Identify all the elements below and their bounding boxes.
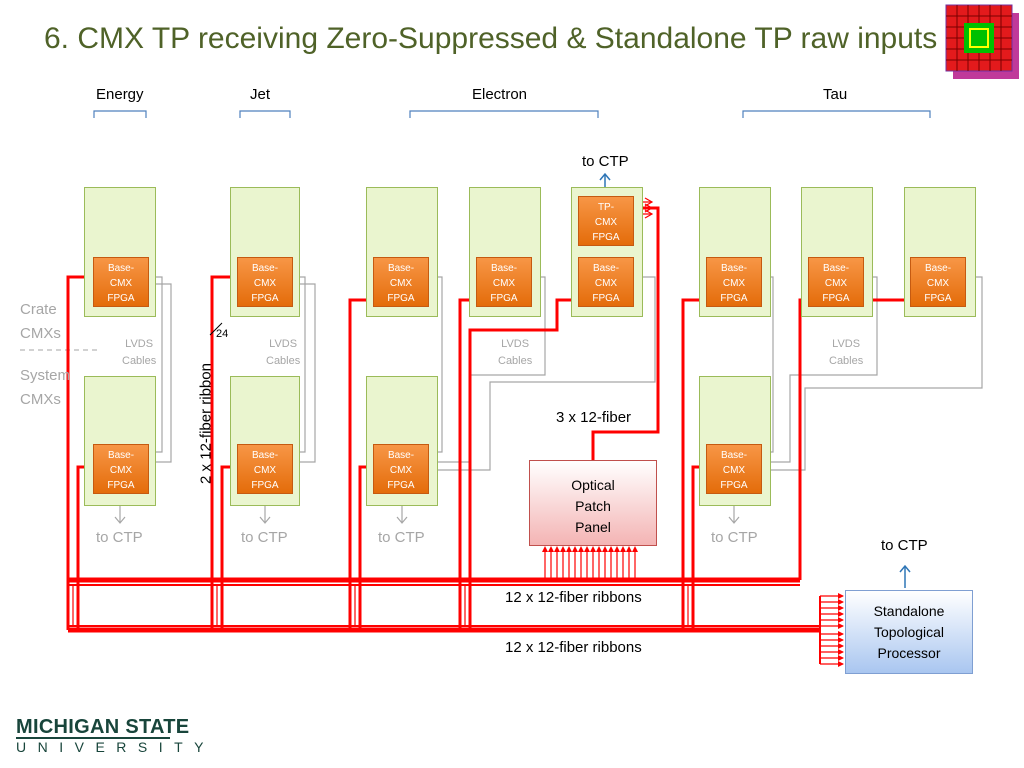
optical-patch-panel: Optical Patch Panel	[529, 460, 657, 546]
ribbons-12x12-topo-label: 12 x 12-fiber ribbons	[505, 639, 642, 656]
group-label-jet: Jet	[250, 86, 271, 103]
to-ctp-label: to CTP	[241, 529, 288, 546]
group-label-energy: Energy	[96, 86, 144, 103]
to-ctp-label: to CTP	[96, 529, 143, 546]
crate-label-line2: CMXs	[20, 325, 61, 342]
system-label-line1: System	[20, 367, 71, 384]
ribbons-12x12-patch-label: 12 x 12-fiber ribbons	[505, 589, 642, 606]
patch-label-line3: Panel	[575, 519, 611, 535]
system-cmxs-label: System CMXs	[20, 364, 70, 412]
system-label-line2: CMXs	[20, 391, 61, 408]
patch-label-line1: Optical	[571, 477, 615, 493]
slide-title: 6. CMX TP receiving Zero-Suppressed & St…	[44, 22, 938, 55]
group-label-tau: Tau	[823, 86, 848, 103]
topo-label-line2: Topological	[873, 624, 945, 640]
msu-logo-subtext: UNIVERSITY	[16, 739, 216, 755]
topo-label-line3: Processor	[877, 645, 941, 661]
group-label-electron: Electron	[472, 86, 528, 103]
crate-cmxs-label: Crate CMXs	[20, 298, 61, 346]
msu-logo-text: MICHIGAN STATE	[16, 716, 190, 738]
crate-label-line1: Crate	[20, 301, 57, 318]
msu-logo-divider	[16, 737, 170, 739]
patch-label-line2: Patch	[575, 498, 611, 514]
to-ctp-topo-label: to CTP	[881, 537, 928, 554]
ribbon-2x12-label: 2 x 12-fiber ribbon	[197, 363, 215, 484]
topo-label-line1: Standalone	[873, 603, 945, 619]
fiber-3x12-label: 3 x 12-fiber	[556, 409, 632, 426]
to-ctp-tp-label: to CTP	[582, 153, 629, 170]
to-ctp-label: to CTP	[711, 529, 758, 546]
to-ctp-label: to CTP	[378, 529, 425, 546]
corner-grid-icon	[945, 4, 1019, 79]
ribbon-24-label: 24	[216, 328, 229, 340]
standalone-topological-processor: Standalone Topological Processor	[845, 590, 973, 674]
